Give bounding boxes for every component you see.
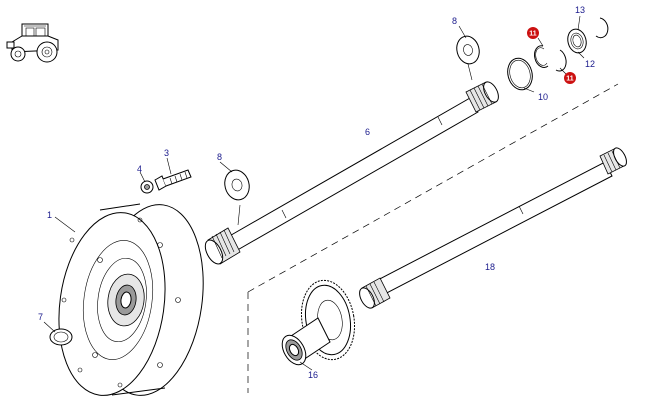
tractor-icon	[6, 23, 59, 63]
retaining-clip	[595, 17, 609, 39]
label-part-16: 16	[308, 370, 318, 380]
label-part-8-lower: 8	[217, 152, 222, 162]
callout-labels: 1 3 4 6 7 8 8 10 11 11 12 13 16 18	[38, 5, 595, 380]
label-part-1: 1	[47, 210, 52, 220]
label-part-4: 4	[137, 164, 142, 174]
label-part-7: 7	[38, 312, 43, 322]
highlight-badge-11-top: 11	[527, 27, 539, 39]
ring-seal	[49, 328, 73, 346]
highlight-badge-11-bottom: 11	[564, 72, 576, 84]
label-part-12: 12	[585, 59, 595, 69]
label-part-3: 3	[164, 148, 169, 158]
label-part-11-top: 11	[529, 31, 537, 38]
lower-shaft	[359, 147, 627, 309]
washer-upper	[456, 35, 480, 65]
bolt	[154, 169, 192, 191]
gear-hub	[281, 279, 356, 366]
washer-lower	[224, 169, 250, 201]
label-part-18: 18	[485, 262, 495, 272]
label-part-6: 6	[365, 127, 370, 137]
label-part-11-bottom: 11	[566, 76, 574, 83]
label-part-10: 10	[538, 92, 548, 102]
snap-ring-left	[534, 45, 549, 68]
main-shaft	[204, 81, 499, 265]
washer-small	[140, 180, 154, 194]
label-part-13: 13	[575, 5, 585, 15]
flywheel-housing	[58, 203, 204, 396]
label-part-8-upper: 8	[452, 16, 457, 26]
dashed-guide-lines	[247, 83, 619, 393]
circlip-large	[507, 57, 533, 91]
leader-lines	[43, 15, 585, 371]
bearing-ring	[567, 28, 587, 54]
snap-ring-right	[555, 49, 567, 72]
